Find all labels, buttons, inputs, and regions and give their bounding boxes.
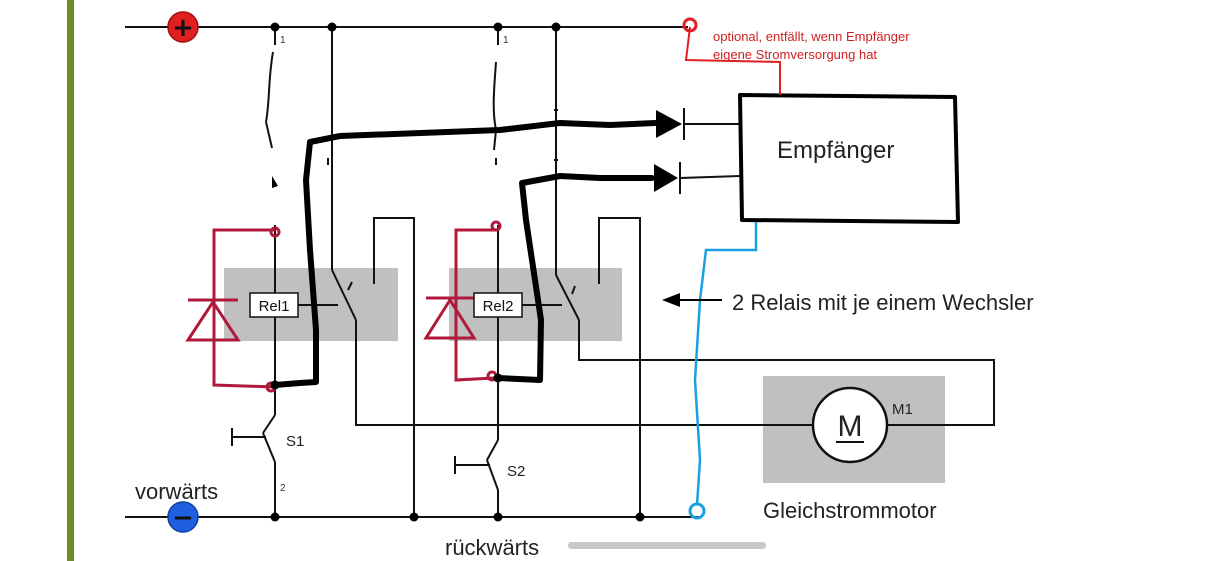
diode-lower: [654, 162, 741, 194]
signal-wire: [688, 222, 758, 520]
motor-symbol-letter: M: [838, 410, 863, 443]
control-wires: [272, 120, 658, 388]
pin-label-2: 2: [280, 483, 286, 494]
switch2-label: S2: [507, 463, 525, 480]
diode-upper: [656, 108, 740, 140]
relay1-label: Rel1: [259, 298, 290, 315]
freewheel-diode-2: [423, 220, 502, 382]
pin-label-1a: 1: [280, 35, 286, 46]
motor-caption: Gleichstrommotor: [763, 498, 937, 523]
positive-terminal: [167, 11, 199, 43]
relay2-label: Rel2: [483, 298, 514, 315]
junction-dots: [270, 22, 645, 522]
optional-note-line1: optional, entfällt, wenn Empfänger: [713, 29, 910, 44]
switch-s1: [231, 414, 276, 463]
receiver-box: [738, 93, 960, 224]
relay-contact-blades: [331, 269, 580, 321]
scrollbar-strip[interactable]: [568, 542, 766, 549]
switch-s2: [454, 439, 499, 491]
annotation-arrow: [662, 293, 722, 307]
positive-terminal-symbol: +: [172, 13, 194, 43]
negative-terminal-symbol: −: [172, 503, 194, 533]
top-switch-scribbles: [265, 51, 558, 188]
relays-annotation: 2 Relais mit je einem Wechsler: [732, 290, 1034, 315]
motor-ref: M1: [892, 401, 913, 418]
motor-symbol: [811, 386, 889, 464]
relay1-coil: [249, 292, 299, 318]
switch1-label: S1: [286, 433, 304, 450]
forward-label: vorwärts: [135, 479, 218, 504]
negative-terminal: [167, 501, 199, 533]
receiver-label: Empfänger: [777, 137, 894, 164]
optional-note-line2: eigene Stromversorgung hat: [713, 47, 877, 62]
relay2-coil: [473, 292, 523, 318]
optional-supply-wire: [682, 17, 781, 95]
pin-label-1b: 1: [503, 35, 509, 46]
left-border-bar: [67, 0, 74, 561]
backward-label: rückwärts: [445, 535, 539, 560]
